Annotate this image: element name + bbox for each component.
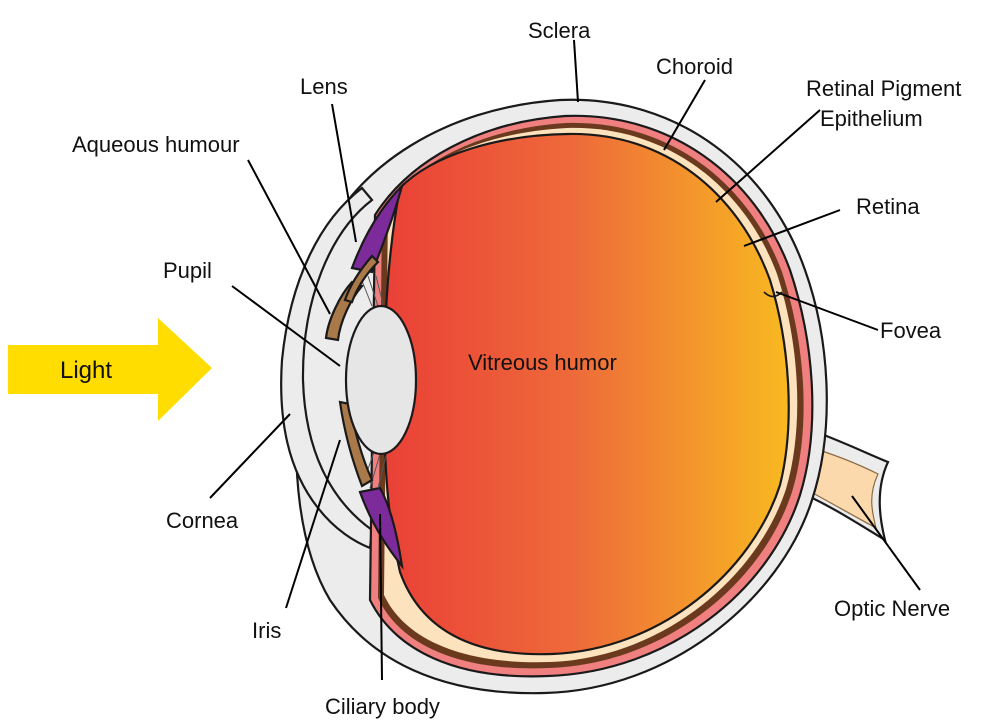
aqueous-humour-label: Aqueous humour [72,132,240,157]
light-arrow: Light [8,318,212,421]
pupil-label: Pupil [163,258,212,283]
fovea-label: Fovea [880,318,942,343]
light-label: Light [60,357,112,384]
choroid-label: Choroid [656,54,733,79]
lens-label: Lens [300,74,348,99]
retina-label: Retina [856,194,920,219]
sclera-label: Sclera [528,18,591,43]
iris-label: Iris [252,618,281,643]
rpe-label-line2: Epithelium [820,106,923,131]
ciliary-body-label: Ciliary body [325,694,440,719]
rpe-label-line1: Retinal Pigment [806,76,961,101]
lens [346,306,416,454]
vitreous-humor-label: Vitreous humor [468,350,617,375]
cornea-label: Cornea [166,508,239,533]
optic-nerve-label: Optic Nerve [834,596,950,621]
